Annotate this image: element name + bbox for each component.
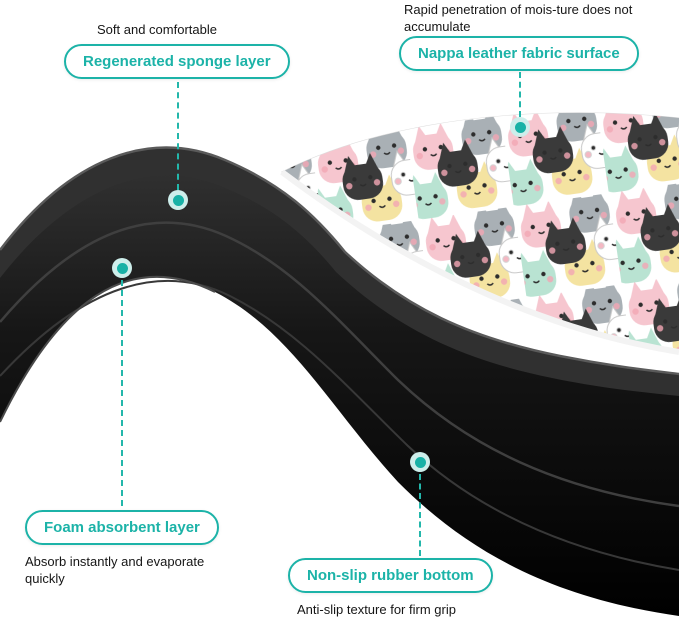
nappa-note: Rapid penetration of mois-ture does not …	[404, 2, 633, 34]
foam-note: Absorb instantly and evaporate quickly	[25, 554, 205, 586]
sponge-anchor-dot-icon	[168, 190, 188, 210]
rubber-anchor-dot-icon	[410, 452, 430, 472]
sponge-callout-line	[177, 82, 179, 190]
dot-core	[116, 262, 128, 274]
cat-pattern-surface	[280, 112, 679, 355]
rubber-note: Anti-slip texture for firm grip	[297, 602, 456, 617]
nappa-surface-label: Nappa leather fabric surface	[399, 36, 639, 71]
dot-core	[414, 456, 426, 468]
rubber-bottom-label: Non-slip rubber bottom	[288, 558, 493, 593]
sponge-note: Soft and comfortable	[97, 22, 217, 37]
dot-core	[172, 194, 184, 206]
nappa-callout-line	[519, 72, 521, 117]
sponge-layer-label: Regenerated sponge layer	[64, 44, 290, 79]
rubber-callout-line	[419, 474, 421, 556]
foam-anchor-dot-icon	[112, 258, 132, 278]
foam-callout-line	[121, 280, 123, 506]
nappa-anchor-dot-icon	[510, 117, 530, 137]
dot-core	[514, 121, 526, 133]
foam-layer-label: Foam absorbent layer	[25, 510, 219, 545]
